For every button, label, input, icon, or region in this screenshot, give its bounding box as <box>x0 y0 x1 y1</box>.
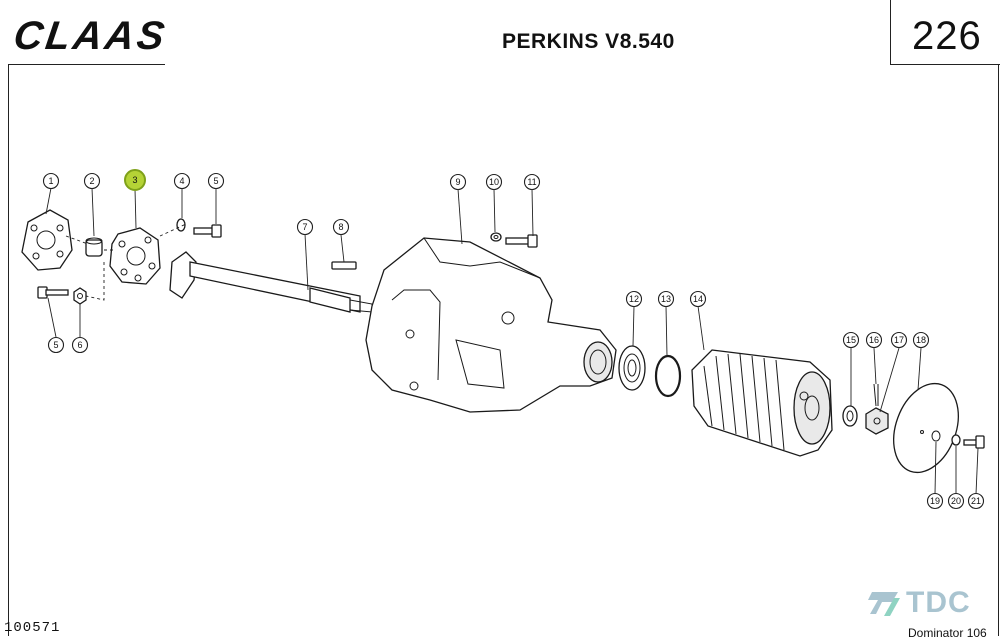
part-washer-15[interactable] <box>842 405 858 427</box>
part-washer-10[interactable] <box>490 232 502 242</box>
svg-text:1: 1 <box>48 176 53 186</box>
page-border-left <box>8 64 9 636</box>
part-bolt-lower[interactable] <box>37 286 69 299</box>
page-title: PERKINS V8.540 <box>502 30 675 53</box>
svg-text:7: 7 <box>302 222 307 232</box>
svg-text:21: 21 <box>971 496 981 506</box>
callout-7: 7 <box>296 218 314 236</box>
callout-12: 12 <box>625 290 643 308</box>
model-name: Dominator 106 <box>908 626 987 640</box>
svg-text:5: 5 <box>53 340 58 350</box>
part-pulley-drum[interactable] <box>691 349 833 457</box>
part-small-washer[interactable] <box>176 218 186 232</box>
tdc-logo-icon <box>868 592 900 616</box>
part-drive-shaft[interactable] <box>169 251 373 313</box>
svg-text:8: 8 <box>338 222 343 232</box>
page-border-right <box>998 64 999 636</box>
part-washer-20[interactable] <box>951 434 961 446</box>
part-bushing[interactable] <box>85 237 103 257</box>
part-key[interactable] <box>331 261 357 270</box>
tdc-watermark-text: TDC <box>906 586 971 619</box>
part-nut[interactable] <box>73 287 87 305</box>
callout-8: 8 <box>332 218 350 236</box>
svg-text:15: 15 <box>846 335 856 345</box>
part-cotter-pin[interactable] <box>873 383 879 407</box>
svg-text:10: 10 <box>489 177 499 187</box>
callout-19: 19 <box>926 492 944 510</box>
part-snap-ring[interactable] <box>654 354 682 398</box>
callout-18: 18 <box>912 331 930 349</box>
svg-text:13: 13 <box>661 294 671 304</box>
callout-15: 15 <box>842 331 860 349</box>
part-bearing[interactable] <box>618 345 646 391</box>
callout-9: 9 <box>449 173 467 191</box>
svg-text:9: 9 <box>455 177 460 187</box>
svg-text:6: 6 <box>77 340 82 350</box>
document-number: 100571 <box>4 620 61 636</box>
part-bolt[interactable] <box>193 224 222 238</box>
callout-13: 13 <box>657 290 675 308</box>
callout-3-highlighted[interactable]: 3 <box>124 169 146 191</box>
header-rule-left <box>8 64 165 65</box>
part-bolt-11[interactable] <box>505 234 538 248</box>
callout-1: 1 <box>42 172 60 190</box>
callout-10: 10 <box>485 173 503 191</box>
callout-21: 21 <box>967 492 985 510</box>
tdc-watermark: TDC <box>868 586 971 620</box>
page-number: 226 <box>912 14 982 58</box>
svg-text:18: 18 <box>916 335 926 345</box>
svg-text:3: 3 <box>132 175 137 185</box>
svg-text:19: 19 <box>930 496 940 506</box>
part-gear-housing[interactable] <box>365 237 617 413</box>
part-bolt-21[interactable] <box>963 435 985 449</box>
callout-6: 6 <box>71 336 89 354</box>
part-flexible-disc[interactable] <box>109 227 161 285</box>
svg-text:11: 11 <box>527 177 536 187</box>
svg-text:4: 4 <box>179 176 184 186</box>
svg-text:12: 12 <box>629 294 639 304</box>
callout-20: 20 <box>947 492 965 510</box>
callout-16: 16 <box>865 331 883 349</box>
callout-2: 2 <box>83 172 101 190</box>
svg-text:5: 5 <box>213 176 218 186</box>
callout-14: 14 <box>689 290 707 308</box>
part-coupling-flange[interactable] <box>21 209 73 271</box>
header-rule-right <box>890 64 1000 65</box>
header-divider <box>890 0 891 65</box>
svg-text:17: 17 <box>894 335 904 345</box>
part-cover-disc[interactable] <box>882 375 970 482</box>
svg-text:16: 16 <box>869 335 879 345</box>
part-castle-nut[interactable] <box>865 407 889 435</box>
callout-5-bottom: 5 <box>47 336 65 354</box>
svg-text:20: 20 <box>951 496 961 506</box>
svg-text:14: 14 <box>693 294 703 304</box>
svg-text:2: 2 <box>89 176 94 186</box>
callout-17: 17 <box>890 331 908 349</box>
callout-11: 11 <box>523 173 541 191</box>
callout-4: 4 <box>173 172 191 190</box>
leader-lines <box>45 187 979 495</box>
callout-5-top: 5 <box>207 172 225 190</box>
